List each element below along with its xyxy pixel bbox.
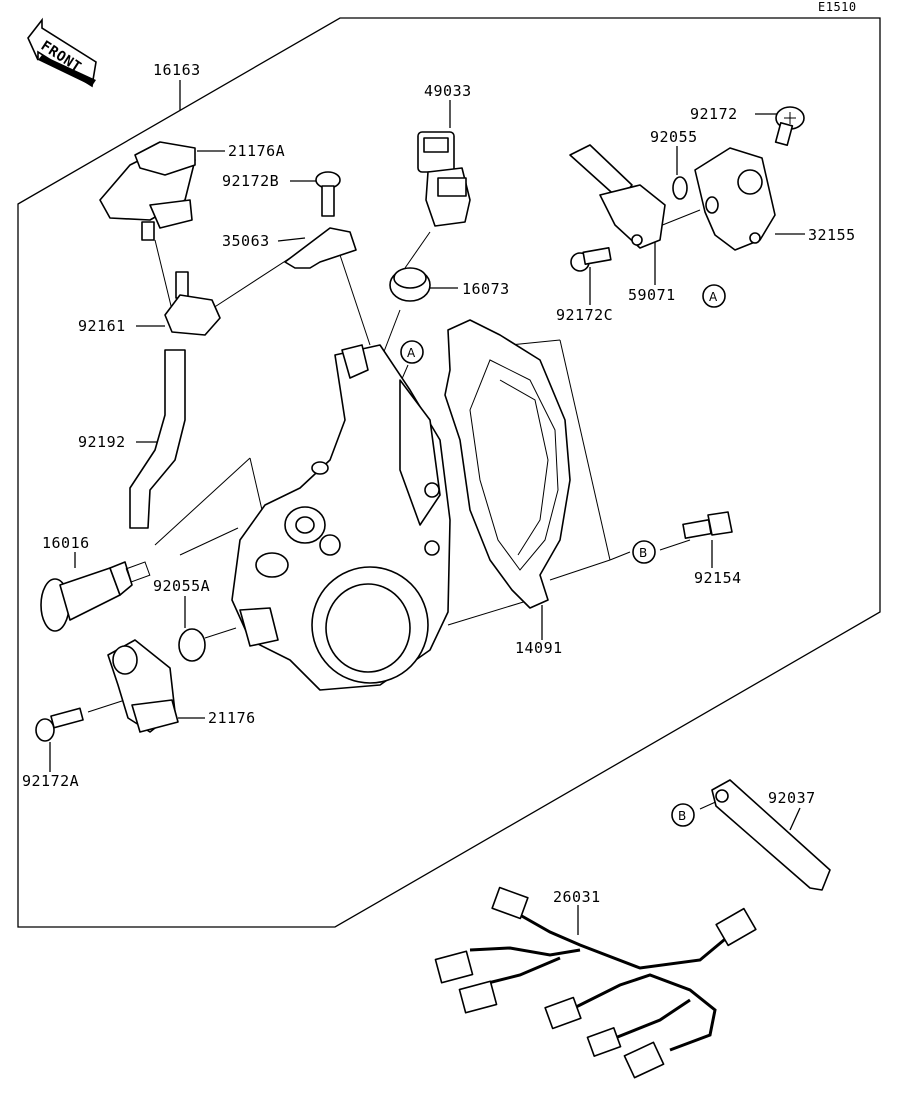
tps-sensor-21176 [107, 639, 179, 733]
label-26031: 26031 [553, 888, 601, 906]
label-16163: 16163 [153, 61, 201, 79]
fitting-92161 [164, 271, 221, 336]
ref-b-label: B [678, 809, 686, 823]
harness-26031 [434, 886, 757, 1079]
label-92154: 92154 [694, 569, 742, 587]
ref-a-label: A [709, 290, 718, 304]
ref-circle-a-top: A [400, 340, 424, 364]
label-14091: 14091 [515, 639, 563, 657]
label-92172B: 92172B [222, 172, 279, 190]
label-59071: 59071 [628, 286, 676, 304]
ref-a-label: A [407, 346, 416, 360]
label-92172C: 92172C [556, 306, 613, 324]
label-92161: 92161 [78, 317, 126, 335]
ref-b-label: B [639, 546, 647, 560]
ref-circle-b-right: B [632, 540, 656, 564]
label-92192: 92192 [78, 433, 126, 451]
idle-screw-16016 [40, 561, 151, 632]
throttle-body-16163 [231, 344, 451, 691]
label-16016: 16016 [42, 534, 90, 552]
cover-14091 [444, 319, 571, 609]
label-92037: 92037 [768, 789, 816, 807]
bolt-92172B [315, 171, 341, 217]
joint-32155 [694, 147, 776, 251]
ref-circle-b-bottom: B [671, 803, 695, 827]
bolt-92172C [570, 247, 612, 272]
map-sensor-21176A [99, 141, 196, 241]
ref-circle-a-right: A [702, 284, 726, 308]
grommet-16073 [389, 267, 431, 302]
o-ring-92055 [672, 176, 688, 200]
label-92172: 92172 [690, 105, 738, 123]
joint-59071 [569, 144, 666, 249]
label-35063: 35063 [222, 232, 270, 250]
diagram-code: E1510 [818, 0, 857, 14]
label-21176: 21176 [208, 709, 256, 727]
screw-92172 [774, 106, 805, 147]
o-ring-92055A [178, 628, 206, 662]
bolt-92154 [682, 511, 733, 539]
label-92055A: 92055A [153, 577, 210, 595]
bracket-92037 [711, 779, 831, 891]
label-49033: 49033 [424, 82, 472, 100]
sensor-49033 [417, 131, 471, 227]
assembly-boundary [17, 17, 881, 928]
bracket-35063 [284, 227, 357, 269]
label-32155: 32155 [808, 226, 856, 244]
label-16073: 16073 [462, 280, 510, 298]
bolt-92172A [35, 707, 84, 742]
front-arrow-icon: FRONT [27, 17, 97, 88]
label-92172A: 92172A [22, 772, 79, 790]
hose-92192 [129, 349, 186, 529]
label-21176A: 21176A [228, 142, 285, 160]
label-92055: 92055 [650, 128, 698, 146]
